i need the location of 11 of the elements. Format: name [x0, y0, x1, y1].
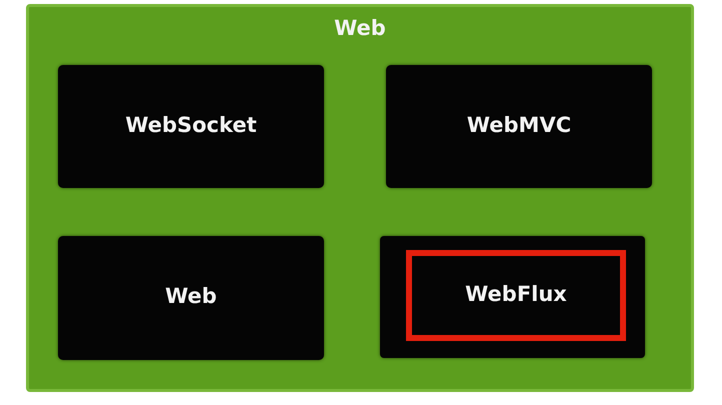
- module-box: [58, 65, 324, 188]
- container-panel: [26, 4, 694, 392]
- highlight-frame: [406, 250, 626, 341]
- module-label: WebFlux: [465, 282, 567, 306]
- module-label: WebSocket: [125, 112, 257, 136]
- module-label: Web: [165, 284, 217, 308]
- module-box: [380, 236, 645, 358]
- panel-title: Web: [334, 16, 386, 40]
- module-box: [386, 65, 652, 188]
- module-box: [58, 236, 324, 360]
- module-label: WebMVC: [466, 112, 572, 136]
